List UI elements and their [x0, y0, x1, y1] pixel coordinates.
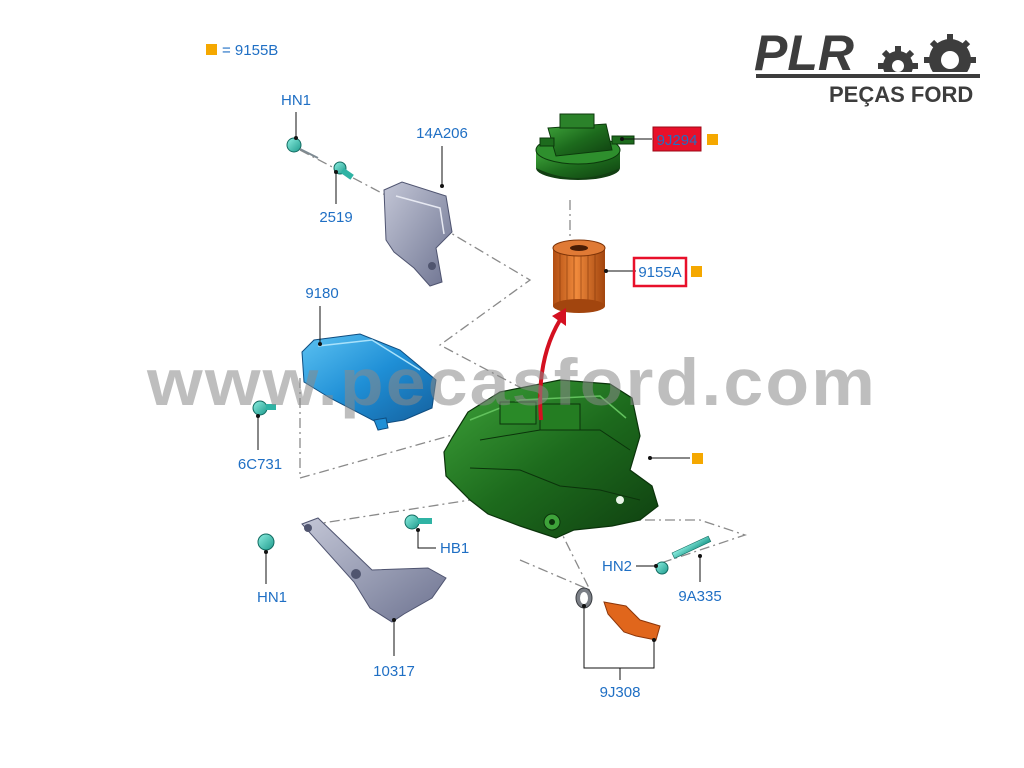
part-9j308-sensor[interactable]	[575, 587, 661, 641]
label-9155a[interactable]: 9155A	[638, 264, 681, 281]
legend-text: = 9155B	[222, 42, 278, 59]
label-hn1-top[interactable]: HN1	[281, 92, 311, 109]
part-14a206-bracket[interactable]	[383, 181, 453, 287]
logo-rule	[756, 74, 980, 78]
label-9a335[interactable]: 9A335	[678, 588, 721, 605]
label-6c731[interactable]: 6C731	[238, 456, 282, 473]
label-9j294[interactable]: 9J294	[657, 132, 698, 149]
marker-9155a	[691, 266, 702, 277]
legend: = 9155B	[206, 42, 278, 59]
part-9180-cover[interactable]	[301, 333, 437, 431]
marker-housing	[692, 453, 703, 464]
part-9a335-pin[interactable]	[671, 535, 712, 559]
leader-lines	[256, 112, 702, 680]
fastener-hn2[interactable]	[655, 561, 669, 575]
highlight-9j294	[652, 126, 702, 152]
label-2519[interactable]: 2519	[319, 209, 352, 226]
fastener-hn1-top[interactable]	[286, 137, 319, 159]
label-9180[interactable]: 9180	[305, 285, 338, 302]
part-labels: HN1 2519 14A206 9180 6C731 9J294 9155A H…	[238, 92, 722, 701]
label-10317[interactable]: 10317	[373, 663, 415, 680]
assembly-lines	[299, 149, 748, 592]
plr-logo: PLR PEÇAS FORD	[754, 25, 985, 107]
label-hn2[interactable]: HN2	[602, 558, 632, 575]
label-hb1[interactable]: HB1	[440, 540, 469, 557]
fastener-6c731[interactable]	[252, 400, 276, 416]
oil-filter-housing[interactable]	[443, 379, 659, 539]
part-9j294-cover[interactable]	[535, 113, 635, 180]
logo-brand: PLR	[754, 25, 854, 81]
part-10317-bracket[interactable]	[301, 517, 447, 623]
gears-icon	[860, 34, 985, 88]
highlight-9155a	[632, 256, 688, 288]
logo-subtitle: PEÇAS FORD	[829, 82, 973, 107]
part-9155a-filter[interactable]	[552, 239, 606, 313]
label-14a206[interactable]: 14A206	[416, 125, 468, 142]
fastener-hb1[interactable]	[404, 514, 432, 530]
install-arrow-icon	[538, 308, 566, 421]
watermark: www.pecasford.com	[146, 345, 877, 419]
fastener-hn1-bottom[interactable]	[257, 533, 275, 551]
legend-marker	[206, 44, 217, 55]
label-hn1-bottom[interactable]: HN1	[257, 589, 287, 606]
label-9j308[interactable]: 9J308	[600, 684, 641, 701]
marker-9j294	[707, 134, 718, 145]
